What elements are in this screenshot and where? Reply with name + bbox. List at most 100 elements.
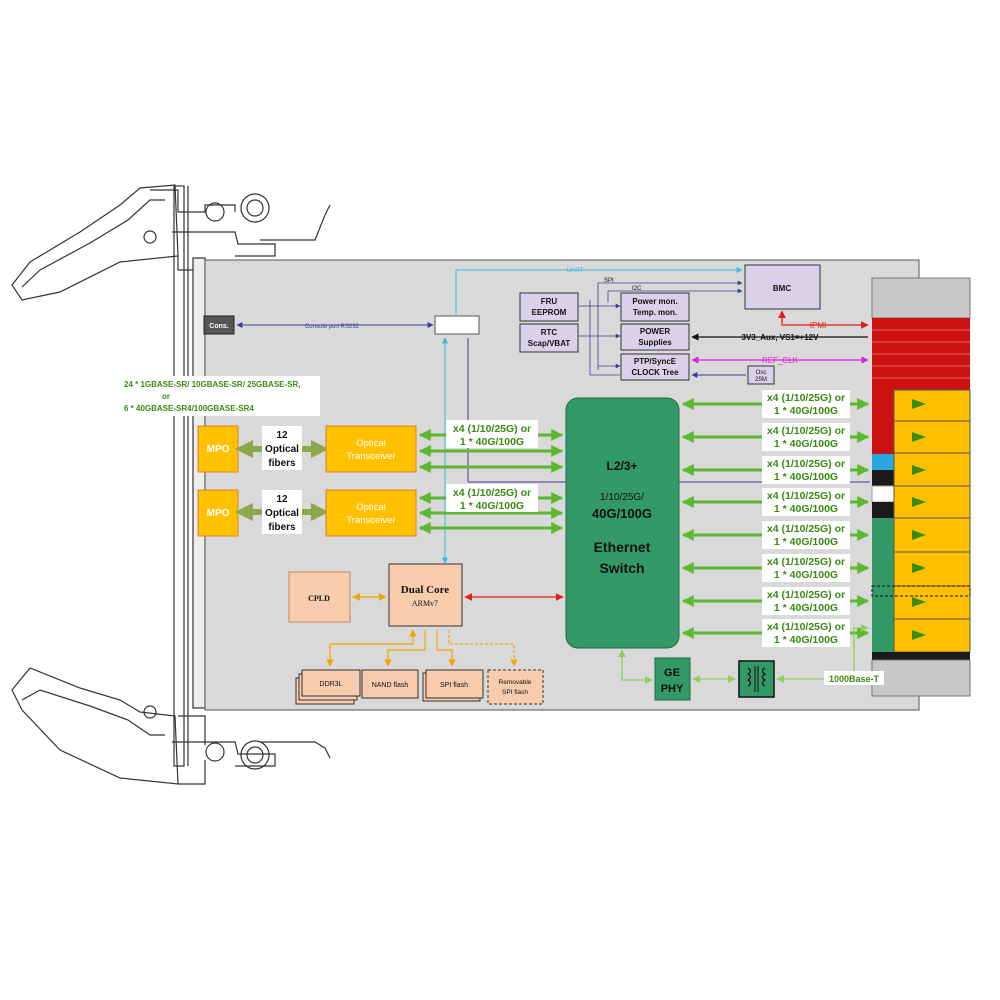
uart-mux-box — [434, 315, 480, 335]
switch-switch-label: Switch — [599, 560, 644, 576]
ports-desc-line-1: 24 * 1GBASE-SR/ 10GBASE-SR/ 25GBASE-SR, — [124, 380, 301, 389]
osc-box — [747, 365, 775, 385]
svg-text:1 * 40G/100G: 1 * 40G/100G — [774, 569, 838, 581]
spi-flash-box — [425, 669, 484, 699]
spi-line — [597, 280, 743, 370]
rtc-label: RTC — [541, 328, 558, 337]
svg-text:1 * 40G/100G: 1 * 40G/100G — [774, 438, 838, 450]
power-mon-box — [620, 292, 690, 322]
power-mon-label: Power mon. — [632, 297, 677, 306]
magnetics-transformer-icon — [738, 660, 775, 698]
i2c-line — [607, 288, 743, 302]
ptp-clock-box — [620, 353, 690, 381]
svg-text:1 * 40G/100G: 1 * 40G/100G — [774, 602, 838, 614]
spi-flash-label: SPI flash — [440, 682, 468, 689]
console-label: Cons. — [209, 323, 229, 330]
mpo-connector-2 — [197, 489, 239, 537]
power-input-label: 3V3_Aux, VS1=+12V — [742, 333, 820, 342]
fiber-count-2: 12 — [276, 494, 288, 505]
fiber-optical-1: Optical — [265, 444, 299, 455]
console-port-label: Console port RS232 — [305, 324, 360, 330]
svg-text:1 * 40G/100G: 1 * 40G/100G — [774, 503, 838, 515]
svg-text:x4 (1/10/25G) or: x4 (1/10/25G) or — [767, 556, 845, 568]
uart-label: UART — [567, 268, 584, 274]
scap-label: Scap/VBAT — [528, 339, 571, 348]
spi-label: SPI — [604, 278, 614, 284]
bmc-box — [744, 264, 821, 310]
ports-desc-or: or — [162, 392, 170, 401]
switch-phy-link — [618, 649, 653, 684]
cpld-box — [288, 571, 351, 623]
temp-mon-label: Temp. mon. — [633, 308, 677, 317]
bmc-label: BMC — [773, 284, 791, 293]
console-connector — [203, 315, 235, 335]
switch-ethernet-label: Ethernet — [594, 539, 651, 555]
power-supplies-box — [620, 323, 690, 351]
left-link-label-1b: 1 * 40G/100G — [460, 436, 524, 448]
power-label: POWER — [640, 327, 670, 336]
transceiver-label-1: Transceiver — [346, 451, 395, 462]
fiber-optical-2: Optical — [265, 508, 299, 519]
ipmi-label: IPMI — [810, 321, 826, 330]
phy-label: PHY — [661, 683, 684, 695]
ddr3l-box — [301, 669, 361, 697]
cpld-label: CPLD — [308, 594, 330, 603]
left-link-label-1a: x4 (1/10/25G) or — [453, 423, 531, 435]
cpu-memory-bus — [326, 629, 518, 667]
left-link-label-2a: x4 (1/10/25G) or — [453, 487, 531, 499]
svg-text:1 * 40G/100G: 1 * 40G/100G — [774, 405, 838, 417]
ge-phy-box — [654, 657, 691, 701]
ptp-label: PTP/SyncE — [634, 357, 677, 366]
dual-core-cpu — [388, 563, 463, 627]
base-t-label-bg — [824, 671, 884, 685]
osc-label: Osc — [756, 370, 767, 376]
uart-line — [455, 267, 743, 316]
mpo-label-2: MPO — [207, 508, 230, 519]
switch-l23-label: L2/3+ — [606, 459, 637, 473]
fiber-label-bg-2 — [262, 490, 302, 534]
eeprom-label: EEPROM — [532, 308, 567, 317]
ref-clk-label: REF_CLK — [762, 356, 799, 365]
left-link-label-2b: 1 * 40G/100G — [460, 500, 524, 512]
svg-text:x4 (1/10/25G) or: x4 (1/10/25G) or — [767, 523, 845, 535]
fru-label: FRU — [541, 297, 558, 306]
ipmi-line — [778, 310, 869, 329]
fiber-fibers-1: fibers — [268, 458, 296, 469]
front-panel-rail — [173, 185, 206, 767]
removable-spi-flash-box — [487, 669, 544, 705]
switch-speeds-label: 1/10/25G/ — [600, 492, 644, 503]
svg-text:x4 (1/10/25G) or: x4 (1/10/25G) or — [767, 621, 845, 633]
i2c-label: I2C — [632, 286, 642, 292]
svg-text:x4 (1/10/25G) or: x4 (1/10/25G) or — [767, 589, 845, 601]
removable-spi-label: SPI flash — [502, 689, 528, 696]
mpo-label-1: MPO — [207, 444, 230, 455]
nand-flash-label: NAND flash — [372, 682, 409, 689]
ddr3l-label: DDR3L — [320, 681, 343, 688]
nand-flash-box — [361, 669, 419, 699]
optical-label-2: Optical — [356, 502, 386, 513]
fiber-fibers-2: fibers — [268, 522, 296, 533]
bottom-ejector-handle — [11, 667, 331, 785]
removable-label: Removable — [499, 679, 532, 686]
svg-text:x4 (1/10/25G) or: x4 (1/10/25G) or — [767, 425, 845, 437]
svg-text:x4 (1/10/25G) or: x4 (1/10/25G) or — [767, 490, 845, 502]
svg-text:x4 (1/10/25G) or: x4 (1/10/25G) or — [767, 458, 845, 470]
left-link-label-bg-1 — [446, 420, 538, 448]
fiber-label-bg-1 — [262, 426, 302, 470]
optical-label-1: Optical — [356, 438, 386, 449]
optical-transceiver-2 — [325, 489, 417, 537]
svg-text:x4 (1/10/25G) or: x4 (1/10/25G) or — [767, 392, 845, 404]
transceiver-label-2: Transceiver — [346, 515, 395, 526]
supplies-label: Supplies — [638, 338, 672, 347]
rtc-box — [519, 323, 579, 353]
optical-transceiver-1 — [325, 425, 417, 473]
ge-label: GE — [664, 667, 680, 679]
left-link-label-bg-2 — [446, 484, 538, 512]
port-description-bg — [118, 376, 320, 416]
clock-tree-label: CLOCK Tree — [631, 368, 679, 377]
fiber-count-1: 12 — [276, 430, 288, 441]
ethernet-switch — [565, 397, 680, 649]
connector-pin-arrows — [912, 399, 926, 640]
svg-text:1 * 40G/100G: 1 * 40G/100G — [774, 634, 838, 646]
